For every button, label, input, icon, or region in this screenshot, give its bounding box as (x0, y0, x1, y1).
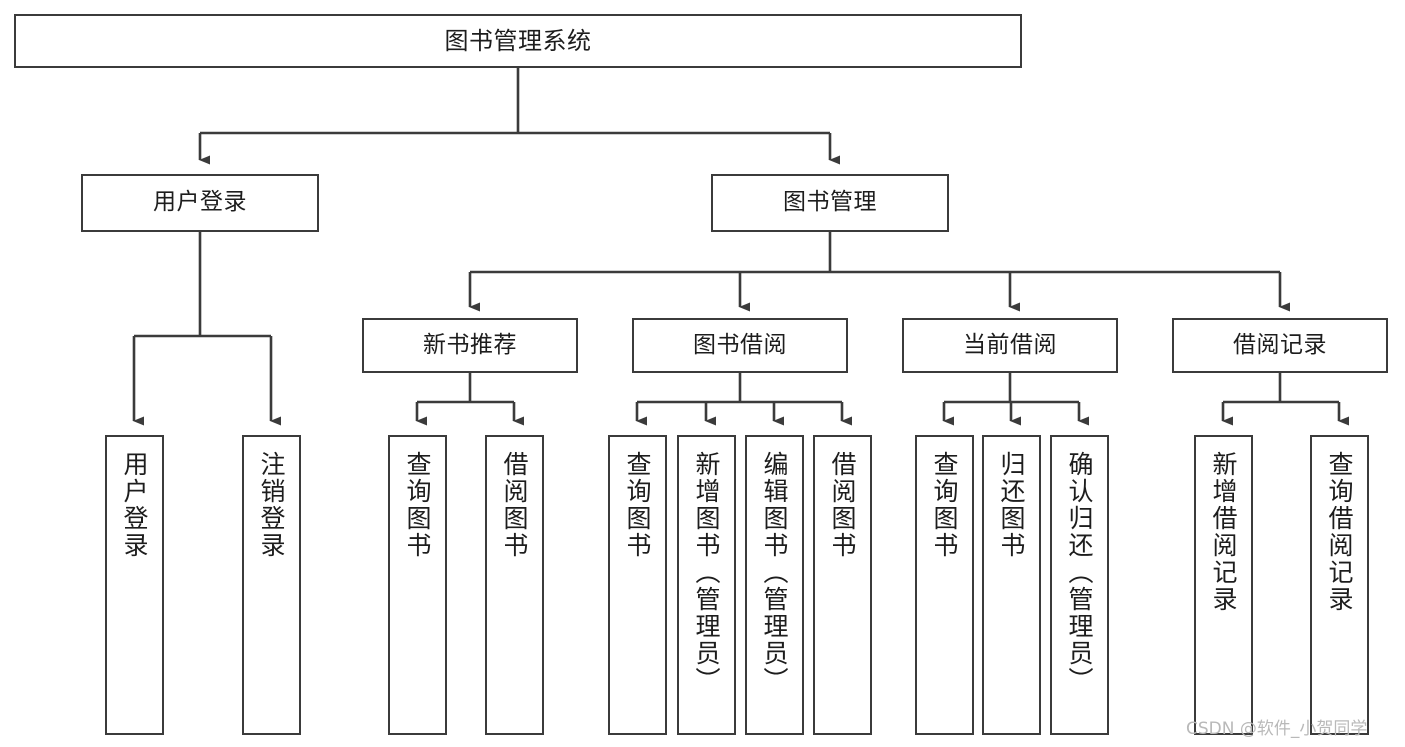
node-label: 用户登录 (153, 189, 247, 216)
leaf-record-add-record[interactable]: 新增借阅记录 (1194, 435, 1253, 735)
node-label: 查询借阅记录 (1325, 451, 1354, 613)
node-label: 借阅图书 (500, 451, 529, 559)
leaf-borrow-borrow-book[interactable]: 借阅图书 (813, 435, 872, 735)
leaf-user-login[interactable]: 用户登录 (105, 435, 164, 735)
node-label: 确认归还（管理员） (1065, 451, 1094, 694)
node-label: 新书推荐 (423, 331, 517, 358)
node-label: 图书管理 (783, 189, 877, 216)
node-current-borrow[interactable]: 当前借阅 (902, 318, 1118, 373)
leaf-recommend-query-book[interactable]: 查询图书 (388, 435, 447, 735)
leaf-current-return-book[interactable]: 归还图书 (982, 435, 1041, 735)
node-label: 编辑图书（管理员） (760, 451, 789, 694)
node-user-login[interactable]: 用户登录 (81, 174, 319, 232)
leaf-current-confirm-return-admin[interactable]: 确认归还（管理员） (1050, 435, 1109, 735)
csdn-watermark: CSDN @软件_小贺同学 (1186, 719, 1368, 739)
leaf-user-logout[interactable]: 注销登录 (242, 435, 301, 735)
node-label: 查询图书 (623, 451, 652, 559)
leaf-borrow-edit-book-admin[interactable]: 编辑图书（管理员） (745, 435, 804, 735)
node-book-management[interactable]: 图书管理 (711, 174, 949, 232)
node-label: 用户登录 (120, 451, 149, 559)
node-label: 查询图书 (930, 451, 959, 559)
node-label: 归还图书 (997, 451, 1026, 559)
leaf-borrow-query-book[interactable]: 查询图书 (608, 435, 667, 735)
node-label: 当前借阅 (963, 331, 1057, 358)
node-label: 图书借阅 (693, 331, 787, 358)
leaf-record-query-record[interactable]: 查询借阅记录 (1310, 435, 1369, 735)
node-book-borrow[interactable]: 图书借阅 (632, 318, 848, 373)
node-label: 借阅图书 (828, 451, 857, 559)
node-borrow-record[interactable]: 借阅记录 (1172, 318, 1388, 373)
node-root-system[interactable]: 图书管理系统 (14, 14, 1022, 68)
leaf-current-query-book[interactable]: 查询图书 (915, 435, 974, 735)
leaf-recommend-borrow-book[interactable]: 借阅图书 (485, 435, 544, 735)
node-label: 新增图书（管理员） (692, 451, 721, 694)
leaf-borrow-add-book-admin[interactable]: 新增图书（管理员） (677, 435, 736, 735)
node-label: 图书管理系统 (444, 26, 592, 55)
node-new-book-recommend[interactable]: 新书推荐 (362, 318, 578, 373)
node-label: 注销登录 (257, 451, 286, 559)
node-label: 新增借阅记录 (1209, 451, 1238, 613)
node-label: 查询图书 (403, 451, 432, 559)
node-label: 借阅记录 (1233, 331, 1327, 358)
